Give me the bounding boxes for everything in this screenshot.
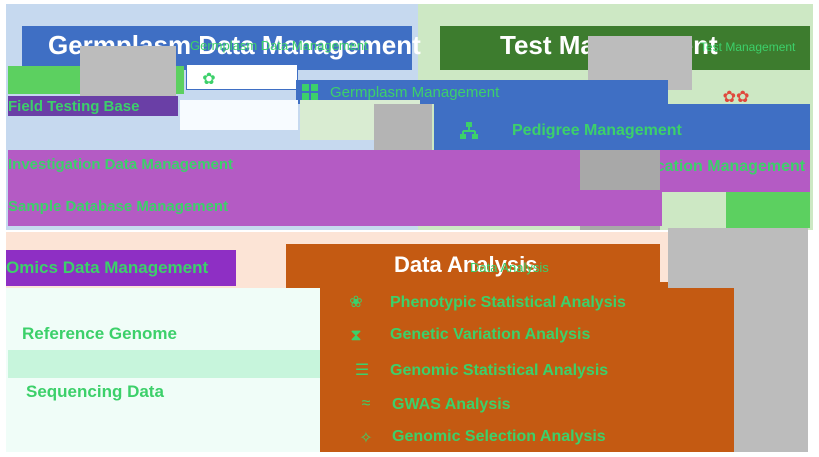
omics-item-1[interactable]: Sequencing Data <box>26 382 164 401</box>
omics-header <box>6 250 236 286</box>
sidebar-item-2[interactable]: Sample Database Management <box>8 198 229 215</box>
germplasm-item-1[interactable]: Pedigree Management <box>512 122 682 139</box>
germplasm-subtitle: Germplasm Data Management <box>190 38 368 53</box>
purple-band-2 <box>8 190 662 226</box>
analysis-header <box>286 244 660 288</box>
grey-block-e <box>668 228 808 288</box>
sidebar-item-0[interactable]: Field Testing Base <box>8 98 140 115</box>
pedigree-panel[interactable] <box>434 104 810 158</box>
hierarchy-icon <box>458 120 480 142</box>
trial-subtitle: Test Management <box>700 40 796 54</box>
light-box-a <box>180 100 298 130</box>
analysis-item-1[interactable]: Genetic Variation Analysis <box>390 326 591 343</box>
analysis-item-3[interactable]: GWAS Analysis <box>392 396 511 413</box>
network-icon: ✧ <box>359 430 373 447</box>
germplasm-inner-panel <box>186 64 298 90</box>
analysis-item-0[interactable]: Phenotypic Statistical Analysis <box>390 294 626 311</box>
reference-genome-bar[interactable] <box>8 350 320 378</box>
sidebar-band-0 <box>8 96 178 116</box>
analysis-item-2[interactable]: Genomic Statistical Analysis <box>390 362 609 379</box>
grey-block-f <box>734 288 808 452</box>
omics-item-0[interactable]: Reference Genome <box>22 324 177 343</box>
analysis-title: Data Analysis <box>394 252 538 277</box>
green-bar-right <box>726 192 810 228</box>
analysis-item-4[interactable]: Genomic Selection Analysis <box>392 428 606 445</box>
analysis-subtitle: Data Analysis <box>470 260 549 275</box>
dna-icon: ⧗ <box>350 327 362 344</box>
leaf-icon: ✿ <box>202 71 216 88</box>
grey-block-a <box>80 46 176 100</box>
list-icon: ☰ <box>354 362 370 379</box>
sprout-icon: ❀ <box>349 294 363 311</box>
flower-icon: ✿✿ <box>722 89 750 106</box>
analysis-panel <box>320 282 734 452</box>
omics-title: Omics Data Management <box>6 258 209 277</box>
sidebar-item-1[interactable]: Investigation Data Management <box>8 156 234 173</box>
chart-icon: ≈ <box>361 395 371 412</box>
germplasm-item-0[interactable]: Germplasm Management <box>330 84 500 101</box>
purple-band <box>8 150 810 192</box>
grid-icon <box>300 82 320 102</box>
